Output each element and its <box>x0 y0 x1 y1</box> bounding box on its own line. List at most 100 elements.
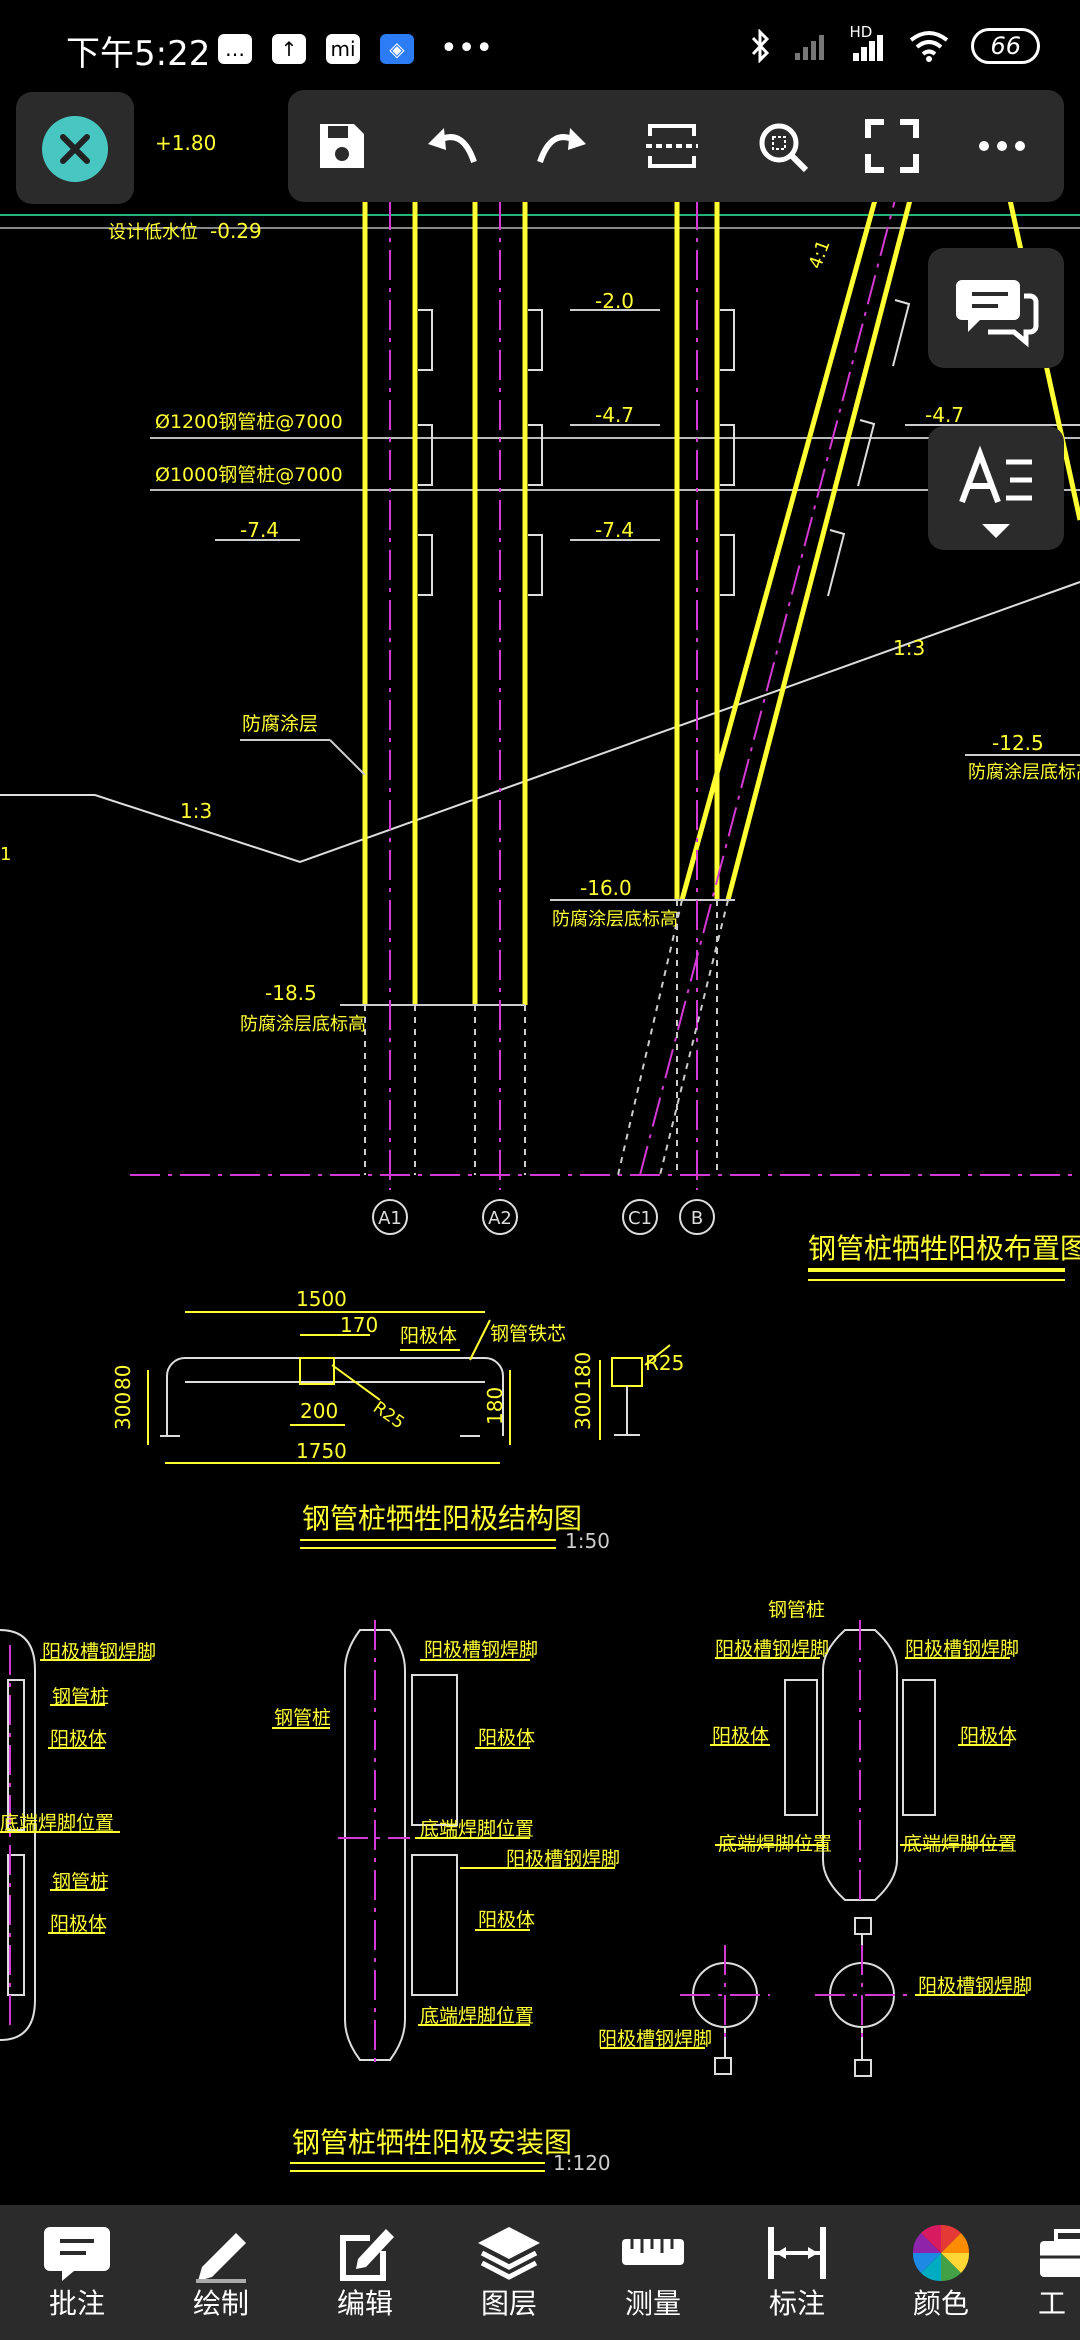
color-wheel-icon <box>912 2224 970 2282</box>
part-label: 阳极体 <box>400 1325 457 1347</box>
slope-label: 1:3 <box>180 799 212 823</box>
part-label: 钢管桩 <box>274 1707 331 1729</box>
save-button[interactable] <box>312 116 372 176</box>
part-label: 底端焊脚位置 <box>420 2005 534 2027</box>
undo-button[interactable] <box>422 116 482 176</box>
bottom-item-label: 颜色 <box>912 2287 969 2320</box>
dimension-button[interactable]: 标注 <box>742 2223 852 2333</box>
dim-label: 1750 <box>296 1439 347 1463</box>
part-label: 阳极体 <box>960 1725 1017 1747</box>
part-label: 阳极槽钢焊脚 <box>42 1641 156 1663</box>
part-label: 底端焊脚位置 <box>0 1812 114 1834</box>
measure-button[interactable]: 测量 <box>598 2223 708 2333</box>
status-system-icons: HD 66 <box>749 23 1040 64</box>
elev-label: -0.29 <box>210 219 262 243</box>
coating-bottom-label: 防腐涂层底标高 <box>968 762 1080 783</box>
edit-button[interactable]: 编辑 <box>310 2223 420 2333</box>
fullscreen-icon <box>865 119 919 173</box>
elev-label: -16.0 <box>580 876 632 900</box>
battery-icon: 66 <box>971 28 1040 64</box>
fullscreen-button[interactable] <box>862 116 922 176</box>
part-label: 钢管铁芯 <box>490 1323 566 1345</box>
dim-label: 180 <box>483 1387 507 1425</box>
dim-label: 300 <box>111 1392 135 1430</box>
scale-label: 1:120 <box>553 2151 611 2175</box>
elev-label: +1.80 <box>155 131 216 155</box>
part-label: 底端焊脚位置 <box>903 1833 1017 1855</box>
edit-icon <box>340 2229 394 2281</box>
dim-label: 1500 <box>296 1287 347 1311</box>
part-label: 阳极体 <box>712 1725 769 1747</box>
bottom-item-label: 图层 <box>480 2287 537 2320</box>
elev-label: -7.4 <box>240 518 279 542</box>
bottom-item-label: 批注 <box>48 2287 105 2320</box>
crop-region-button[interactable] <box>642 116 702 176</box>
pile-spec-label: Ø1000钢管桩@7000 <box>155 464 343 486</box>
dimension-icon <box>768 2227 826 2279</box>
slope-label: 1:3 <box>893 636 925 660</box>
coating-label: 防腐涂层 <box>242 713 318 735</box>
zoom-search-icon <box>759 123 809 173</box>
redo-button[interactable] <box>532 116 592 176</box>
bluetooth-icon <box>752 29 770 63</box>
bottom-item-label: 测量 <box>624 2287 681 2320</box>
elev-label: -7.4 <box>595 518 634 542</box>
elev-label: -4.7 <box>925 403 964 427</box>
close-button[interactable] <box>16 92 134 204</box>
text-style-icon <box>959 445 1032 538</box>
mi-app-icon: mi <box>326 34 360 64</box>
cad-drawing-canvas[interactable]: +1.80 设计低水位 -0.29 -2.0 -4.7 -4.7 Ø1200钢管… <box>0 0 1080 2205</box>
more-button[interactable] <box>972 116 1032 176</box>
dim-label: 180 <box>571 1352 595 1390</box>
more-dots-icon: ••• <box>440 31 494 66</box>
bottom-toolbar: 批注 绘制 编辑 图层 测量 <box>0 2205 1080 2340</box>
annotate-icon <box>44 2227 110 2281</box>
bottom-item-label: 编辑 <box>336 2287 393 2320</box>
layers-icon <box>478 2227 540 2280</box>
part-label: 阳极槽钢焊脚 <box>506 1848 620 1870</box>
drawing-title: 钢管桩牺牲阳极安装图 <box>292 2126 572 2159</box>
elev-label: -18.5 <box>265 981 317 1005</box>
part-label: 底端焊脚位置 <box>420 1818 534 1840</box>
undo-icon <box>428 128 477 164</box>
axis-label: A2 <box>488 1208 512 1229</box>
redo-icon <box>537 128 586 164</box>
elev-label: -2.0 <box>595 289 634 313</box>
part-label: 阳极槽钢焊脚 <box>715 1638 829 1660</box>
bottom-item-label: 工 <box>1038 2287 1067 2320</box>
part-label: 阳极体 <box>50 1913 107 1935</box>
color-button[interactable]: 颜色 <box>886 2223 996 2333</box>
blue-app-icon: ◈ <box>380 34 414 64</box>
signal-hd-icon: HD <box>847 23 887 63</box>
tools-button[interactable]: 工 <box>1030 2223 1080 2333</box>
ruler-icon <box>622 2239 684 2265</box>
zoom-window-button[interactable] <box>752 116 812 176</box>
draw-pencil-icon <box>196 2233 246 2283</box>
text-style-button[interactable] <box>928 426 1064 550</box>
dim-label: 300 <box>571 1392 595 1430</box>
part-label: 钢管桩 <box>52 1871 109 1893</box>
message-icon: … <box>218 34 252 64</box>
bottom-item-label: 标注 <box>768 2287 825 2320</box>
axis-label: A1 <box>378 1208 402 1229</box>
save-icon <box>320 124 364 168</box>
part-label: 阳极体 <box>478 1909 535 1931</box>
toolbox-icon <box>1040 2229 1080 2277</box>
part-label: 钢管桩 <box>52 1686 109 1708</box>
part-label: 钢管桩 <box>768 1599 825 1621</box>
layers-button[interactable]: 图层 <box>454 2223 564 2333</box>
elev-label: -12.5 <box>992 731 1044 755</box>
dim-label: R25 <box>645 1351 684 1375</box>
status-bar: 下午5:22 … ↑ mi ◈ ••• HD 66 <box>0 0 1080 100</box>
annotate-button[interactable]: 批注 <box>22 2223 132 2333</box>
drawing-title: 钢管桩牺牲阳极布置图 <box>808 1232 1080 1265</box>
comment-button[interactable] <box>928 248 1064 368</box>
dim-label: 200 <box>300 1399 338 1423</box>
draw-button[interactable]: 绘制 <box>166 2223 276 2333</box>
scale-label: 1:50 <box>565 1529 610 1553</box>
part-label: 阳极槽钢焊脚 <box>424 1639 538 1661</box>
more-icon <box>979 141 1025 151</box>
close-icon <box>42 116 108 182</box>
bottom-item-label: 绘制 <box>192 2287 249 2320</box>
drawing-title: 钢管桩牺牲阳极结构图 <box>302 1502 582 1535</box>
